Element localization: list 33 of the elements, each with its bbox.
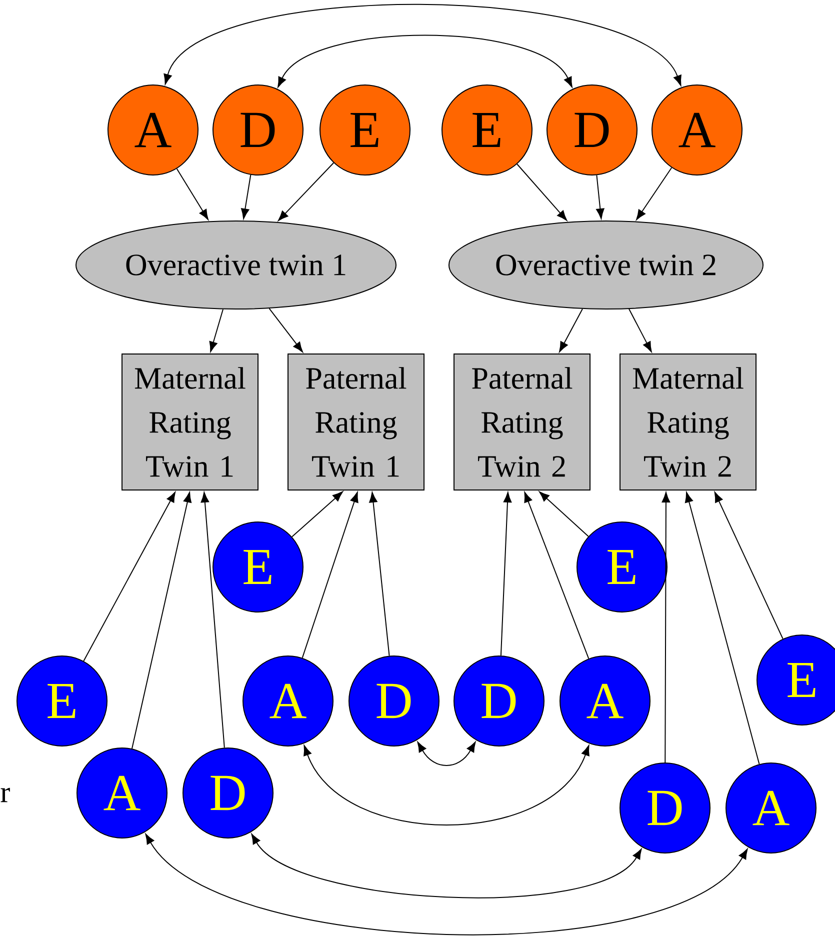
- arrow: [524, 492, 590, 660]
- rating-box: Paternal Rating Twin 2: [454, 354, 590, 490]
- arrow: [684, 492, 760, 765]
- arrow: [200, 492, 225, 748]
- label-text: r: [0, 788, 10, 802]
- arrow: [145, 834, 748, 935]
- rating-box: Paternal Rating Twin 1: [288, 354, 424, 490]
- arrow: [662, 492, 670, 763]
- arrow: [241, 174, 252, 219]
- arrow: [176, 168, 208, 220]
- arrow: [539, 491, 589, 537]
- arrow: [278, 162, 334, 221]
- arrow: [636, 167, 672, 220]
- arrow: [500, 492, 512, 656]
- arrow: [516, 164, 568, 221]
- arrow: [304, 745, 590, 826]
- arrow: [559, 308, 583, 352]
- arrow: [292, 491, 343, 538]
- arrow: [714, 492, 784, 640]
- arrow: [268, 308, 303, 352]
- arrow: [596, 174, 604, 219]
- arrow: [164, 4, 682, 86]
- rating-box: Maternal Rating Twin 1: [122, 354, 258, 490]
- arrow: [131, 492, 192, 750]
- arrow: [628, 308, 652, 352]
- arrow: [251, 834, 642, 898]
- arrow: [369, 492, 390, 656]
- rating-box: Maternal Rating Twin 2: [620, 354, 756, 490]
- arrow: [83, 492, 176, 662]
- arrow: [302, 492, 358, 658]
- arrow: [278, 34, 572, 88]
- arrow: [417, 742, 476, 766]
- arrow: [209, 308, 224, 352]
